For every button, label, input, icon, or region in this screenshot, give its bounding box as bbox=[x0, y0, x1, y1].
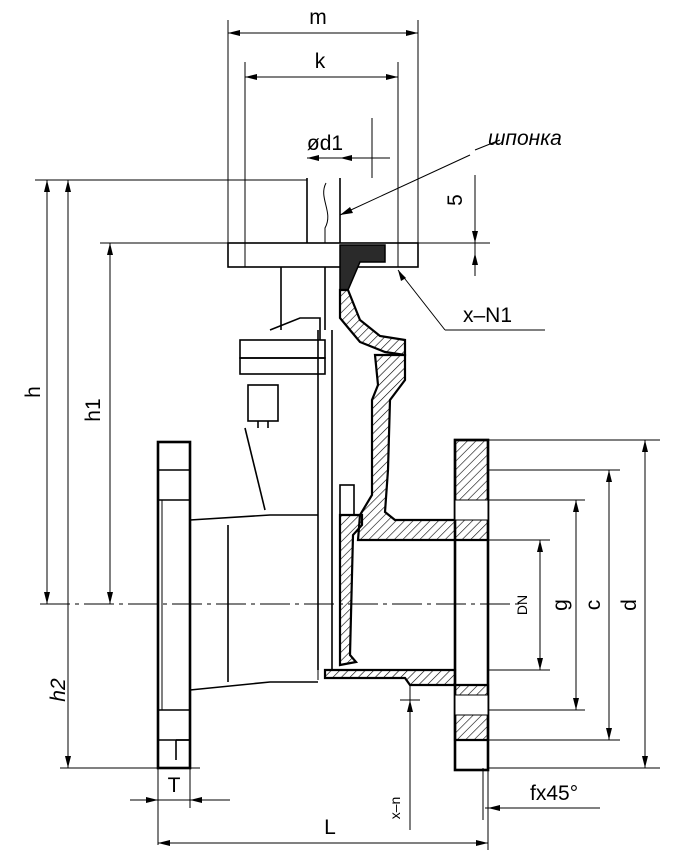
xn1-leader bbox=[397, 269, 545, 331]
label-g: g bbox=[549, 599, 572, 611]
label-h: h bbox=[22, 386, 45, 398]
label-c: c bbox=[582, 600, 605, 611]
dim-k bbox=[244, 62, 399, 243]
label-l: L bbox=[324, 816, 336, 839]
label-d1: ød1 bbox=[307, 132, 343, 155]
label-h2: h2 bbox=[47, 678, 70, 702]
dim-xn bbox=[400, 685, 420, 830]
label-t: T bbox=[168, 774, 181, 797]
top-flange bbox=[227, 242, 419, 330]
label-k: k bbox=[315, 50, 326, 73]
dim-d bbox=[488, 439, 660, 769]
dim-h2 bbox=[60, 180, 200, 769]
dim-dn bbox=[488, 539, 550, 671]
label-chamfer: fx45° bbox=[530, 782, 578, 805]
left-flange bbox=[156, 440, 318, 770]
center-lines bbox=[40, 540, 520, 680]
dim-t bbox=[130, 768, 230, 845]
dim-l bbox=[158, 768, 489, 850]
label-five: 5 bbox=[444, 194, 467, 206]
dim-d1 bbox=[307, 118, 390, 178]
label-h1: h1 bbox=[82, 398, 105, 421]
label-key: шпонка bbox=[488, 127, 562, 150]
label-dn: DN bbox=[514, 595, 530, 615]
label-xn1: x–N1 bbox=[463, 304, 512, 327]
dim-chamfer bbox=[482, 768, 600, 820]
key-leader bbox=[339, 139, 501, 216]
stem bbox=[306, 178, 341, 670]
dim-5 bbox=[360, 175, 490, 276]
label-xn: x–n bbox=[387, 797, 403, 820]
bonnet bbox=[239, 317, 326, 511]
dim-g bbox=[488, 499, 585, 711]
dim-h1 bbox=[100, 242, 228, 604]
label-m: m bbox=[309, 6, 327, 29]
body-section bbox=[323, 244, 490, 772]
wedge bbox=[338, 484, 364, 667]
dim-m bbox=[227, 20, 419, 243]
dim-c bbox=[488, 469, 620, 741]
dim-h bbox=[35, 179, 307, 604]
label-d: d bbox=[618, 599, 641, 611]
